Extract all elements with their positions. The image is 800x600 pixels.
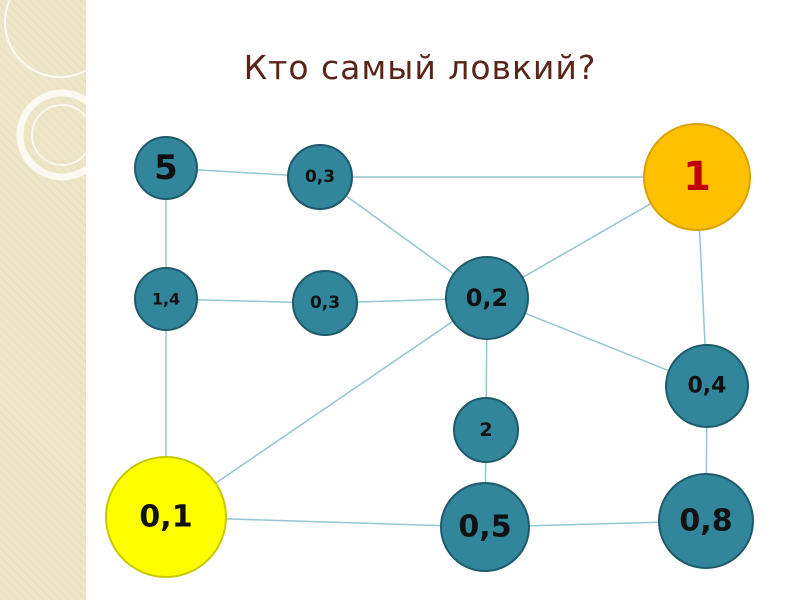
node-n08: 0,8 — [658, 473, 754, 569]
node-label: 0,3 — [305, 167, 335, 187]
sidebar-rings-ornament — [4, 0, 86, 181]
node-label: 0,2 — [466, 284, 509, 312]
node-circle — [134, 136, 198, 200]
node-label: 1 — [683, 154, 711, 200]
graph-edges — [165, 167, 708, 528]
node-circle — [134, 267, 198, 331]
node-label: 0,8 — [679, 504, 732, 539]
node-circle — [445, 256, 529, 340]
node-label: 0,3 — [310, 293, 340, 313]
node-n03a: 0,3 — [287, 144, 353, 210]
node-circle — [658, 473, 754, 569]
node-label: 0,1 — [139, 500, 192, 535]
edge-n02-n01 — [165, 297, 488, 518]
node-n03b: 0,3 — [292, 270, 358, 336]
sidebar-divider — [86, 0, 89, 600]
node-label: 1,4 — [152, 290, 180, 309]
graph-nodes: 5 0,3 1 1,4 0,3 0,2 0,4 2 0,1 0,5 0,8 — [105, 123, 754, 578]
node-circle — [292, 270, 358, 336]
node-label: 0,4 — [688, 374, 727, 399]
node-n2: 2 — [453, 397, 519, 463]
node-n14: 1,4 — [134, 267, 198, 331]
node-n04: 0,4 — [665, 344, 749, 428]
node-circle — [287, 144, 353, 210]
node-circle — [643, 123, 751, 231]
node-circle — [665, 344, 749, 428]
node-circle — [453, 397, 519, 463]
node-label: 5 — [154, 148, 178, 188]
node-circle — [440, 482, 530, 572]
node-label: 0,5 — [458, 510, 511, 545]
node-circle — [105, 456, 227, 578]
node-n01: 0,1 — [105, 456, 227, 578]
page-title: Кто самый ловкий? — [243, 48, 597, 87]
decorative-sidebar — [0, 0, 86, 600]
node-n02: 0,2 — [445, 256, 529, 340]
node-n05: 0,5 — [440, 482, 530, 572]
node-label: 2 — [479, 419, 492, 441]
node-n1: 1 — [643, 123, 751, 231]
node-n5: 5 — [134, 136, 198, 200]
